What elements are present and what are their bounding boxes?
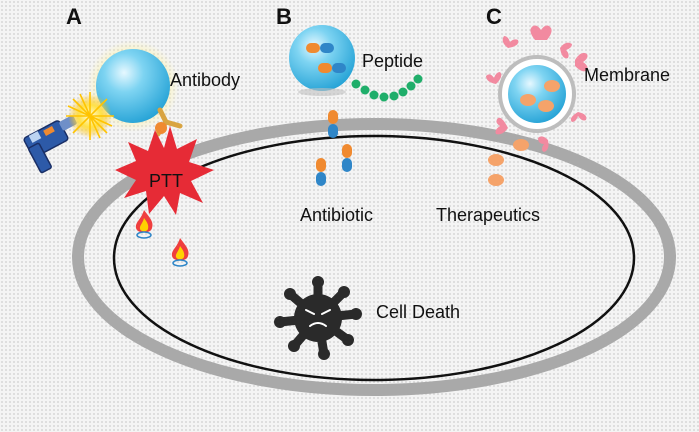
ptt-burst <box>115 126 214 215</box>
dead-bacterium-icon <box>274 276 362 360</box>
nanoparticle-b-shadow <box>298 88 346 96</box>
laser-device-icon <box>23 115 77 174</box>
capsule-in-particle <box>306 43 346 73</box>
therapeutic-dots-inside <box>520 80 560 112</box>
laser-burst <box>66 92 114 140</box>
nanoparticle-b <box>289 25 355 91</box>
antibody-label: Antibody <box>170 70 240 90</box>
peptide-label: Peptide <box>362 51 423 71</box>
flame-icon <box>171 238 189 267</box>
cell-death-label: Cell Death <box>376 302 460 322</box>
membrane-label: Membrane <box>584 65 670 85</box>
antibody-anchor-dot <box>155 122 167 134</box>
cell-wall <box>72 118 676 396</box>
membrane-petals <box>486 25 588 152</box>
therapeutics-label: Therapeutics <box>436 205 540 225</box>
panel-label-b: B <box>276 4 292 29</box>
panel-b-peptide-antibiotic: Peptide Antibiotic <box>289 25 423 225</box>
flame-icon <box>135 210 153 239</box>
antibiotic-label: Antibiotic <box>300 205 373 225</box>
antibiotic-capsule <box>328 110 338 138</box>
peptide-chain <box>351 74 423 102</box>
nanoparticle-a <box>96 49 170 123</box>
therapeutic-dots-released <box>488 139 529 186</box>
panel-label-c: C <box>486 4 502 29</box>
panel-a-antibody-ptt: PTT Antibody <box>23 40 240 267</box>
nanoparticle-c <box>508 65 566 123</box>
cell-membrane <box>112 134 636 382</box>
antibiotic-capsule <box>316 158 326 186</box>
antibiotic-capsule <box>342 144 352 172</box>
ptt-label: PTT <box>149 171 183 191</box>
panel-label-a: A <box>66 4 82 29</box>
bacterial-cell <box>72 118 676 396</box>
panel-c-membrane-therapeutics: Membrane Therapeutics <box>436 25 670 225</box>
